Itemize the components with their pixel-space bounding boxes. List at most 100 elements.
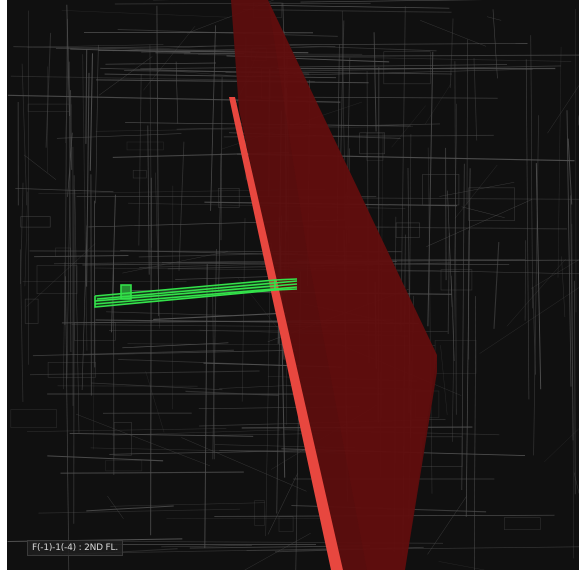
wireframe-box <box>55 247 71 257</box>
wireframe-box <box>27 103 70 112</box>
level-label: F(-1)-1(-4) : 2ND FL. <box>27 540 123 556</box>
wireframe-line <box>83 349 297 356</box>
wireframe-box <box>359 132 386 155</box>
wireframe-line <box>535 163 542 390</box>
wireframe-line <box>573 472 579 494</box>
wireframe-line <box>66 104 72 379</box>
wireframe-box <box>132 170 147 179</box>
section-wall-plane <box>231 0 437 570</box>
wireframe-box <box>468 187 515 221</box>
wireframe-box <box>383 51 431 85</box>
wireframe-line <box>153 312 287 320</box>
wireframe-line <box>105 62 217 65</box>
3d-viewport[interactable] <box>7 0 579 570</box>
wireframe-line <box>147 125 150 275</box>
wireframe-box <box>47 361 96 378</box>
wireframe-line <box>181 437 307 492</box>
wireframe-line <box>155 52 245 55</box>
wireframe-line <box>212 287 215 460</box>
wireframe-line <box>284 45 437 52</box>
wireframe-line <box>98 56 153 96</box>
wireframe-line <box>81 225 88 391</box>
wireframe-line <box>204 264 208 549</box>
section-wall-plane-shade <box>268 0 437 570</box>
wireframe-line <box>265 278 271 537</box>
wireframe-line <box>161 545 252 548</box>
wireframe-line <box>506 258 566 327</box>
wireframe-line <box>242 8 452 13</box>
wireframe-line <box>47 455 164 462</box>
3d-viewport-frame[interactable]: F(-1)-1(-4) : 2ND FL. <box>7 0 579 570</box>
wireframe-line <box>466 39 468 205</box>
wireframe-line <box>439 182 515 197</box>
wireframe-line <box>240 54 579 58</box>
wireframe-line <box>91 382 223 391</box>
section-wall-edge <box>229 97 343 570</box>
wireframe-line <box>178 141 185 271</box>
wireframe-line <box>112 45 218 52</box>
wireframe-line <box>26 428 227 432</box>
wireframe-line <box>557 46 562 278</box>
wireframe-line <box>23 154 57 180</box>
wireframe-line <box>391 105 426 148</box>
wireframe-box <box>20 216 51 228</box>
wireframe-box <box>126 141 164 151</box>
wireframe-line <box>445 147 447 281</box>
wireframe-line <box>150 177 152 536</box>
wireframe-line <box>56 133 182 139</box>
wireframe-line <box>461 206 505 218</box>
wireframe-line <box>465 168 471 517</box>
wireframe-line <box>66 4 70 117</box>
wireframe-line <box>486 16 502 21</box>
wireframe-line <box>45 32 52 148</box>
wireframe-line <box>427 495 467 555</box>
wireframe-line <box>138 73 142 246</box>
wireframe-line <box>220 76 223 241</box>
wireframe-box <box>254 500 265 526</box>
wireframe-line <box>95 44 99 204</box>
wireframe-line <box>450 275 455 362</box>
wireframe-line <box>68 61 72 353</box>
wireframe-line <box>400 6 406 333</box>
wireframe-box <box>278 516 294 532</box>
wireframe-line <box>20 182 24 285</box>
wireframe-box <box>503 517 541 530</box>
wireframe-line <box>29 370 260 376</box>
wireframe-line <box>149 44 152 248</box>
wireframe-line <box>219 384 304 389</box>
left-border <box>0 0 7 576</box>
wireframe-line <box>65 276 70 570</box>
wireframe-line <box>427 147 433 494</box>
wireframe-line <box>300 0 484 3</box>
wireframe-line <box>140 64 508 70</box>
wireframe-line <box>15 188 114 193</box>
wireframe-line <box>340 20 345 163</box>
wireframe-line <box>156 5 160 317</box>
wireframe-line <box>479 287 579 354</box>
wireframe-box <box>24 298 39 324</box>
wireframe-line <box>24 191 28 287</box>
wireframe-line <box>107 495 124 519</box>
wireframe-line <box>53 260 279 265</box>
wireframe-line <box>561 256 566 318</box>
wireframe-line <box>175 61 179 124</box>
wireframe-line <box>532 287 536 375</box>
wireframe-line <box>420 20 487 47</box>
wireframe-line <box>447 190 453 308</box>
wireframe-box <box>36 265 78 295</box>
wireframe-line <box>110 502 265 507</box>
wireframe-line <box>86 505 174 512</box>
wireframe-box <box>10 409 57 428</box>
wireframe-box <box>105 460 143 472</box>
wireframe-line <box>96 79 369 84</box>
wireframe-line <box>547 85 579 134</box>
wireframe-line <box>533 115 539 456</box>
wireframe-line <box>111 194 116 333</box>
wireframe-line <box>19 249 24 403</box>
wireframe-line <box>473 58 478 141</box>
wireframe-box <box>366 132 384 161</box>
wireframe-line <box>246 546 579 551</box>
wireframe-line <box>90 174 92 396</box>
wireframe-line <box>85 48 88 144</box>
wireframe-line <box>270 43 528 46</box>
